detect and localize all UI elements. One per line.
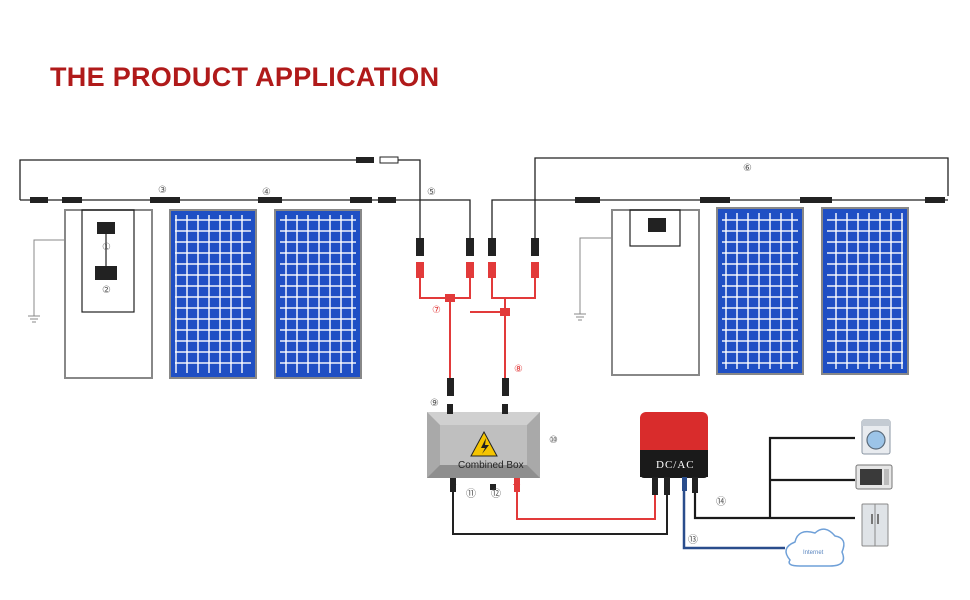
y-branch-cables — [419, 278, 536, 378]
panel-back-frame — [64, 209, 153, 379]
label-10: ⑩ — [549, 435, 558, 446]
mc4-connectors — [416, 238, 539, 278]
label-5: ⑤ — [427, 187, 436, 198]
label-14: ⑭ — [716, 496, 726, 508]
label-8: ⑧ — [514, 364, 523, 375]
dc-positive-cable — [516, 492, 656, 520]
label-3: ③ — [158, 185, 167, 196]
top-return-cable-left — [19, 159, 360, 200]
string-cable-right — [491, 199, 948, 240]
top-return-cable-right — [534, 157, 949, 240]
dc-negative-cable — [452, 492, 668, 535]
string-cable-left — [20, 199, 471, 240]
combined-box-label: Combined Box — [458, 460, 524, 471]
label-13: ⑬ — [688, 534, 698, 546]
label-4: ④ — [262, 187, 271, 198]
solar-panel-left-1 — [169, 209, 257, 379]
label-2: ② — [102, 285, 111, 296]
solar-panel-right-1 — [716, 207, 804, 375]
label-12: ⑫ — [491, 488, 501, 500]
page-title: THE PRODUCT APPLICATION — [50, 62, 440, 92]
label-11: ⑪ — [466, 488, 476, 500]
communication-cable — [682, 491, 785, 550]
solar-panel-left-2 — [274, 209, 362, 379]
cloud-icon — [785, 528, 845, 567]
solar-panel-right-2 — [821, 207, 909, 375]
label-9: ⑨ — [430, 398, 439, 409]
ground-icon — [574, 237, 612, 321]
microwave-icon — [855, 464, 893, 490]
label-7: ⑦ — [432, 305, 441, 316]
dc-ac-inverter — [640, 412, 708, 478]
connector-top-left — [356, 156, 399, 164]
label-1: ① — [102, 242, 111, 253]
ground-icon — [28, 239, 65, 323]
washing-machine-icon — [861, 419, 891, 455]
label-6: ⑥ — [743, 163, 752, 174]
junction-box-icon — [81, 209, 135, 313]
cloud-label: Internet — [803, 550, 824, 556]
inverter-label: DC/AC — [656, 459, 695, 471]
warning-triangle-icon — [470, 430, 498, 457]
refrigerator-icon — [861, 503, 889, 547]
panel-back-frame-right — [611, 209, 700, 376]
ac-output-cable — [693, 436, 855, 520]
